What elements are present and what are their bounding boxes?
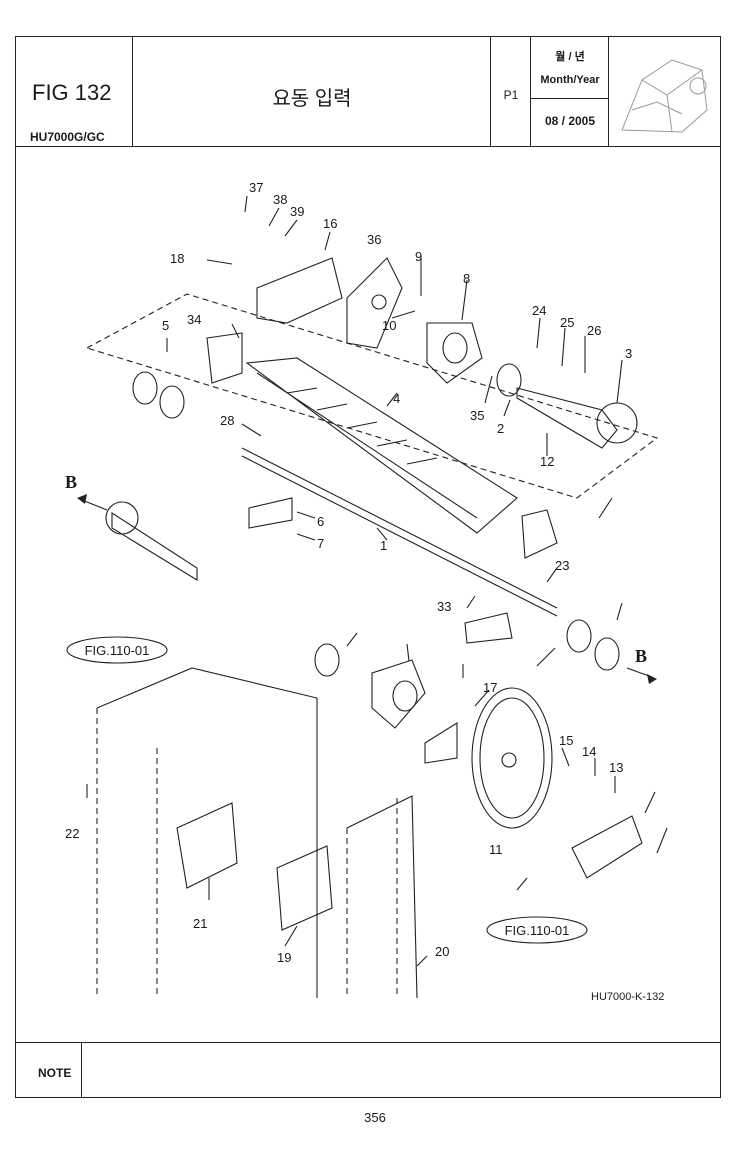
ref-bubble-left — [66, 636, 168, 664]
callout: 3 — [625, 346, 632, 361]
callout: 15 — [559, 733, 573, 748]
month-year-korean: 월 / 년 — [555, 51, 585, 63]
direction-label-left: B — [65, 472, 77, 492]
callout: 6 — [317, 514, 324, 529]
callout: 28 — [220, 413, 234, 428]
month-year-english: Month/Year — [540, 74, 600, 86]
page-code: P1 — [503, 88, 519, 102]
machine-logo-icon — [621, 59, 708, 133]
fig-title: FIG 132 — [32, 80, 112, 105]
callout: 8 — [463, 271, 470, 286]
page-frame — [15, 36, 721, 1098]
callout: 24 — [532, 303, 546, 318]
header-date-cell — [531, 36, 609, 146]
callout: 13 — [609, 760, 623, 775]
header-fig-cell — [15, 36, 133, 146]
callout: 22 — [65, 826, 79, 841]
callout: 35 — [470, 408, 484, 423]
page-number: 356 — [364, 1110, 386, 1125]
header-name-cell — [133, 36, 491, 146]
callout: 11 — [489, 842, 503, 857]
callout: 1 — [380, 538, 387, 553]
callout: 34 — [187, 312, 201, 327]
callout: 19 — [277, 950, 291, 965]
ref-bubble-right — [486, 916, 588, 944]
callout: 36 — [367, 232, 381, 247]
callout: 37 — [249, 180, 263, 195]
callout: 23 — [555, 558, 569, 573]
exploded-parts-diagram: 37 38 39 16 36 18 9 8 24 25 26 3 5 34 10… — [65, 180, 668, 1003]
header-date-divider — [531, 98, 609, 99]
callout: 10 — [382, 318, 396, 333]
fig-name: 요동 입력 — [272, 88, 352, 110]
header-bottom-rule — [15, 146, 721, 147]
header-page-cell — [491, 36, 531, 146]
callout: 33 — [437, 599, 451, 614]
callout: 16 — [323, 216, 337, 231]
callout: 5 — [162, 318, 169, 333]
callout: 20 — [435, 944, 449, 959]
callout: 9 — [415, 249, 422, 264]
note-label: NOTE — [38, 1066, 72, 1080]
callout: 2 — [497, 421, 504, 436]
callout: 18 — [170, 251, 184, 266]
callout: 17 — [483, 680, 497, 695]
model-label: HU7000G/GC — [30, 130, 105, 144]
drawing-code: HU7000-K-132 — [591, 991, 664, 1003]
callout: 14 — [582, 744, 596, 759]
callout: 12 — [540, 454, 554, 469]
callout: 38 — [273, 192, 287, 207]
callout: 4 — [393, 391, 400, 406]
callout: 25 — [560, 315, 574, 330]
ref-label-left: FIG.110-01 — [85, 643, 150, 658]
callout: 39 — [290, 204, 304, 219]
ref-label-right: FIG.110-01 — [505, 923, 570, 938]
arrow-left-icon — [77, 494, 87, 504]
month-year-value: 08 / 2005 — [544, 114, 596, 128]
callout: 26 — [587, 323, 601, 338]
direction-label-right: B — [635, 646, 647, 666]
note-divider — [81, 1042, 82, 1098]
callout: 21 — [193, 916, 207, 931]
callout: 7 — [317, 536, 324, 551]
arrow-right-icon — [647, 674, 657, 684]
note-top-rule — [15, 1042, 721, 1043]
